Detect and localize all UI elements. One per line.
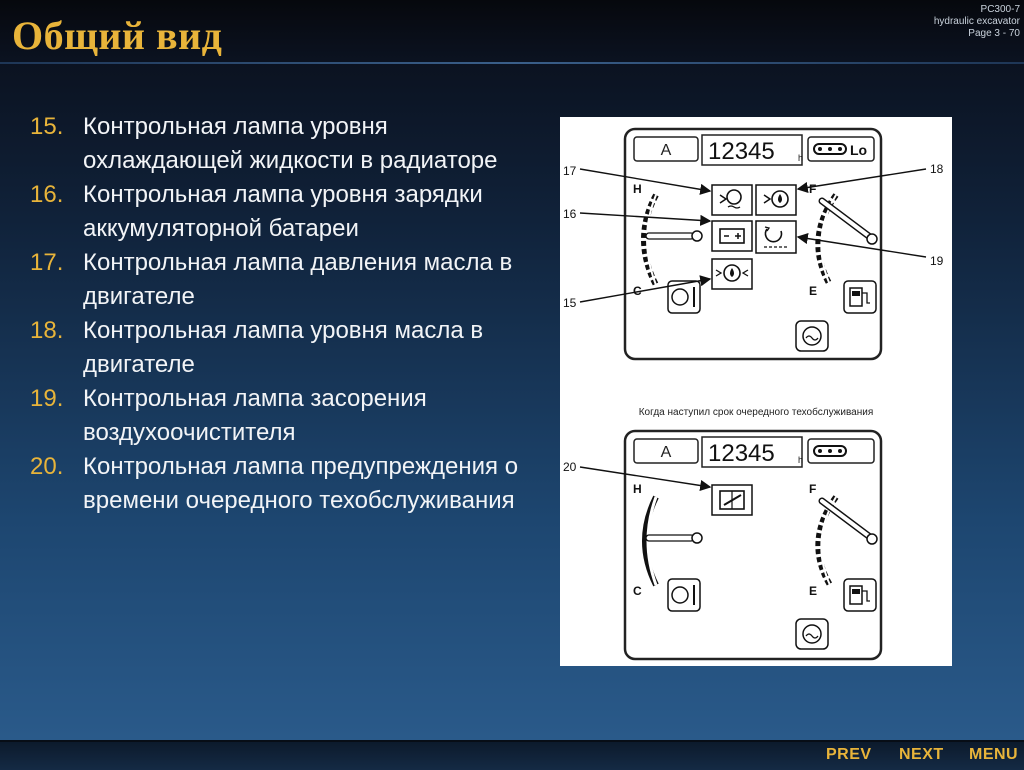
item-number: 19. <box>30 385 64 412</box>
track-icon <box>813 143 847 155</box>
page-number: Page 3 - 70 <box>968 28 1020 39</box>
menu-button[interactable]: MENU <box>969 746 1019 763</box>
work-mode-box <box>633 136 699 162</box>
battery-icon <box>719 228 745 244</box>
work-mode-box <box>633 438 699 464</box>
monitor-diagram: A 12345 h Lo H C F <box>563 127 944 661</box>
monitor-bottom: A 12345 h H C F E <box>563 429 883 661</box>
item-number: 20. <box>30 453 64 480</box>
engine-icon <box>802 326 822 346</box>
monitor-top: A 12345 h Lo H C F <box>563 127 944 361</box>
hour-meter-value: 12345 <box>708 138 775 165</box>
engine-preheat-icon-box <box>795 618 829 650</box>
item-text: Контрольная лампа уровня масла в двигате… <box>83 317 484 378</box>
hour-meter-value: 12345 <box>708 440 775 467</box>
hour-unit: h <box>798 153 803 163</box>
item-number: 16. <box>30 181 64 208</box>
fuel-gauge: F E <box>809 182 878 298</box>
fuel-gauge: F E <box>809 482 878 598</box>
fuel-icon-box <box>843 578 877 612</box>
prev-button[interactable]: PREV <box>826 746 872 763</box>
air-cleaner-icon <box>764 226 788 248</box>
fuel-pump-icon <box>849 585 870 605</box>
fuel-icon-box <box>843 280 877 314</box>
gauge-full-label: F <box>809 182 816 196</box>
gauge-hot-label: H <box>633 182 642 196</box>
maintenance-book-icon <box>719 490 745 510</box>
list-item: 15. Контрольная лампа уровня охлаждающей… <box>30 110 550 178</box>
slide-info: PC300-7 hydraulic excavator Page 3 - 70 <box>934 4 1020 40</box>
callout-19: 19 <box>930 254 944 268</box>
list-item: 20. Контрольная лампа предупреждения о в… <box>30 450 550 518</box>
list-item: 19. Контрольная лампа засорения воздухоо… <box>30 382 550 450</box>
coolant-temp-gauge: H C <box>633 182 703 298</box>
travel-speed-label: Lo <box>850 142 867 158</box>
item-number: 17. <box>30 249 64 276</box>
coolant-temp-icon-box <box>667 280 701 314</box>
callout-17: 17 <box>563 164 577 178</box>
hour-meter-box <box>701 134 803 166</box>
item-text: Контрольная лампа уровня зарядки аккумул… <box>83 181 483 242</box>
work-mode-letter: A <box>661 142 672 159</box>
gauge-full-label: F <box>809 482 816 496</box>
coolant-level-icon <box>715 264 749 282</box>
callout-20: 20 <box>563 460 577 474</box>
header-divider <box>0 62 1024 64</box>
coolant-temp-gauge: H C <box>633 482 703 598</box>
engine-icon <box>802 624 822 644</box>
gauge-empty-label: E <box>809 284 817 298</box>
oil-pressure-icon <box>719 189 742 209</box>
indicator-list: 15. Контрольная лампа уровня охлаждающей… <box>30 110 550 518</box>
work-mode-letter: A <box>661 444 672 461</box>
diagram-caption: Когда наступил срок очередного техобслуж… <box>639 406 874 418</box>
page-title: Общий вид <box>12 13 223 58</box>
item-text: Контрольная лампа предупреждения о време… <box>83 453 519 514</box>
monitor-diagram-panel: A 12345 h Lo H C F <box>560 117 952 666</box>
gauge-empty-label: E <box>809 584 817 598</box>
coolant-temp-icon-box <box>667 578 701 612</box>
list-item: 16. Контрольная лампа уровня зарядки акк… <box>30 178 550 246</box>
callout-16: 16 <box>563 207 577 221</box>
thermometer-icon <box>671 287 695 307</box>
model-label: PC300-7 <box>980 4 1020 15</box>
item-number: 15. <box>30 113 64 140</box>
list-item: 17. Контрольная лампа давления масла в д… <box>30 246 550 314</box>
thermometer-icon <box>671 585 695 605</box>
hour-unit: h <box>798 455 803 465</box>
callout-18: 18 <box>930 162 944 176</box>
item-text: Контрольная лампа давления масла в двига… <box>83 249 513 310</box>
battery-charge-lamp <box>711 220 753 252</box>
oil-level-icon <box>763 190 789 208</box>
engine-preheat-icon-box <box>795 320 829 352</box>
next-button[interactable]: NEXT <box>899 746 944 763</box>
gauge-cold-label: C <box>633 284 642 298</box>
track-icon <box>813 445 847 457</box>
hour-meter-box <box>701 436 803 468</box>
list-item: 18. Контрольная лампа уровня масла в дви… <box>30 314 550 382</box>
fuel-pump-icon <box>849 287 870 307</box>
item-number: 18. <box>30 317 64 344</box>
footer-bar <box>0 740 1024 770</box>
machine-type-label: hydraulic excavator <box>933 16 1020 27</box>
air-cleaner-clogging-lamp <box>755 220 797 254</box>
engine-oil-level-lamp <box>755 184 797 216</box>
gauge-cold-label: C <box>633 584 642 598</box>
callout-15: 15 <box>563 296 577 310</box>
item-text: Контрольная лампа засорения воздухоочист… <box>83 385 427 446</box>
item-text: Контрольная лампа уровня охлаждающей жид… <box>83 113 498 174</box>
gauge-hot-label: H <box>633 482 642 496</box>
